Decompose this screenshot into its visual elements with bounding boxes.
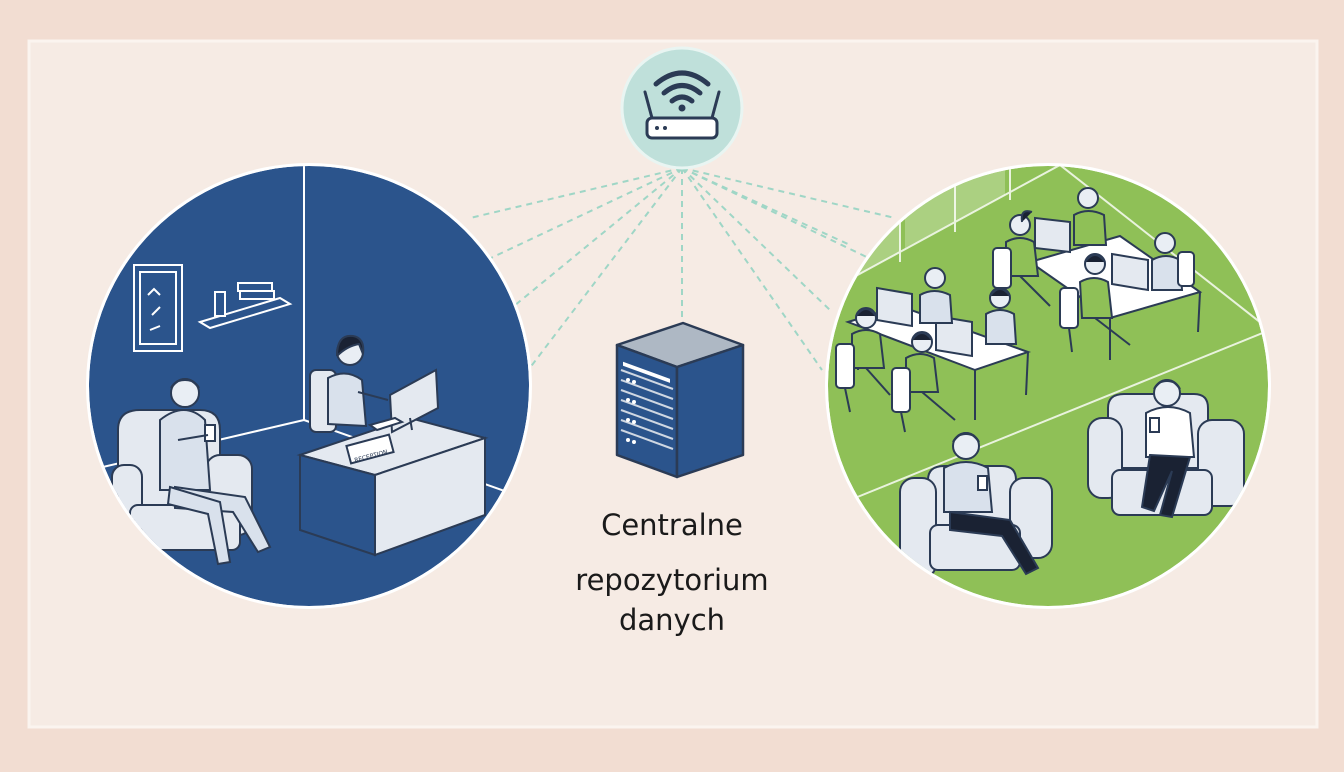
connector (681, 167, 896, 219)
person-with-phone (943, 379, 1196, 576)
wifi-router-icon (643, 70, 721, 140)
caption-line-3-text: danych (618, 603, 726, 637)
caption-line-2-text: repozytorium (575, 563, 769, 597)
person-at-computer (309, 334, 440, 434)
shelf-icon (197, 282, 293, 330)
wall-picture-icon (133, 264, 183, 352)
caption-line-2: repozytorium danych (520, 560, 824, 640)
server-icon (615, 321, 745, 479)
connector (681, 167, 823, 371)
open-office-scene (825, 163, 1271, 609)
office-worker (851, 187, 1184, 421)
reception-desk-icon: RECEPTION (296, 416, 489, 557)
connector (681, 167, 833, 313)
connector (681, 167, 851, 246)
connector (469, 167, 683, 219)
home-office-scene: RECEPTION (86, 163, 532, 609)
caption-line-1: Centralne (601, 508, 743, 542)
office-chair-icon (835, 247, 1195, 433)
person-with-phone (159, 378, 272, 566)
monitor-icon (876, 216, 1149, 358)
router-node (620, 46, 744, 170)
